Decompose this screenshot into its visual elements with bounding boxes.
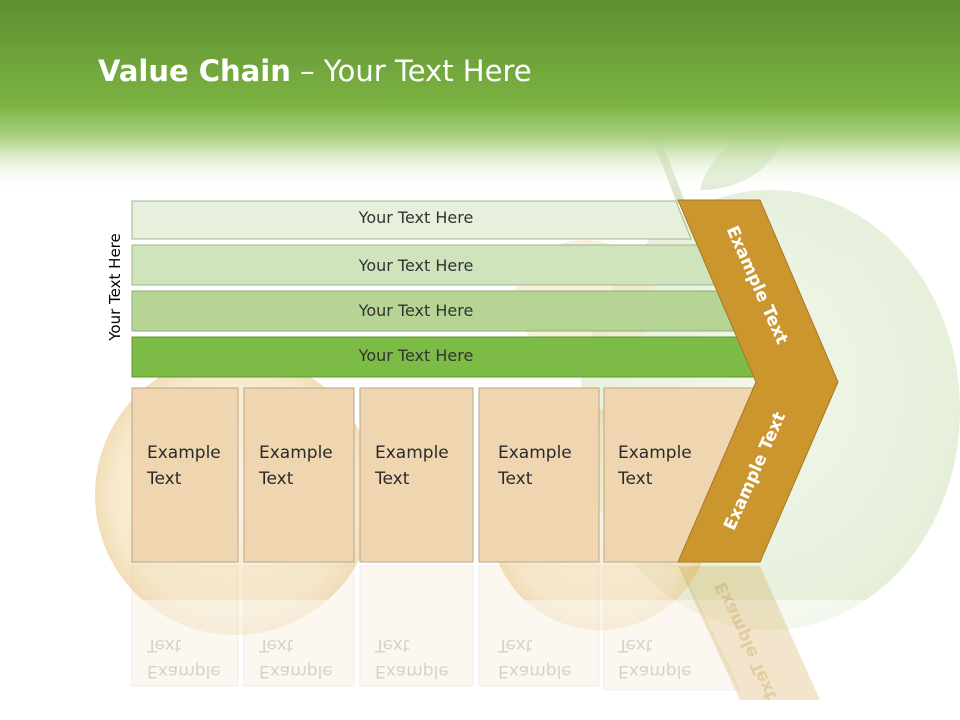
box-3-reflection-line2: Text — [375, 635, 410, 655]
box-2-reflection: Example Text — [259, 632, 333, 684]
box-3-reflection-line1: Example — [375, 661, 449, 681]
box-3-reflection: Example Text — [375, 632, 449, 684]
box-1 — [131, 387, 239, 563]
box-1-reflection: Example Text — [147, 632, 221, 684]
title-bold: Value Chain — [98, 54, 291, 88]
box-2-reflection-line1: Example — [259, 661, 333, 681]
box-3-line1: Example — [375, 443, 449, 463]
box-reflections — [131, 565, 741, 691]
box-2-line2: Text — [259, 469, 294, 489]
box-1-line2: Text — [147, 469, 182, 489]
box-2-reflection-line2: Text — [259, 635, 294, 655]
box-4-reflection-line2: Text — [498, 635, 533, 655]
box-4-reflection: Example Text — [498, 632, 572, 684]
box-3 — [359, 387, 474, 563]
bar-4-label: Your Text Here — [358, 346, 474, 365]
bar-3-label: Your Text Here — [358, 301, 474, 320]
box-4 — [478, 387, 600, 563]
box-5-line2: Text — [618, 469, 653, 489]
box-4-reflection-line1: Example — [498, 661, 572, 681]
box-4-line1: Example — [498, 443, 572, 463]
box-5-reflection-line1: Example — [618, 661, 692, 681]
slide-title: Value Chain – Your Text Here — [98, 54, 532, 88]
bar-1-label: Your Text Here — [358, 208, 474, 227]
box-1-line1: Example — [147, 443, 221, 463]
box-2 — [243, 387, 355, 563]
title-rest: – Your Text Here — [290, 54, 532, 88]
box-5-reflection: Example Text — [618, 632, 692, 684]
box-5-reflection-line2: Text — [618, 635, 653, 655]
bar-2-label: Your Text Here — [358, 256, 474, 275]
box-1-reflection-line1: Example — [147, 661, 221, 681]
bar-1 — [131, 200, 692, 240]
margin-chevron — [677, 199, 839, 563]
box-1-reflection-line2: Text — [147, 635, 182, 655]
box-4-line2: Text — [498, 469, 533, 489]
box-2-line1: Example — [259, 443, 333, 463]
margin-chevron-reflection — [678, 566, 820, 700]
box-5-line1: Example — [618, 443, 692, 463]
box-3-line2: Text — [375, 469, 410, 489]
